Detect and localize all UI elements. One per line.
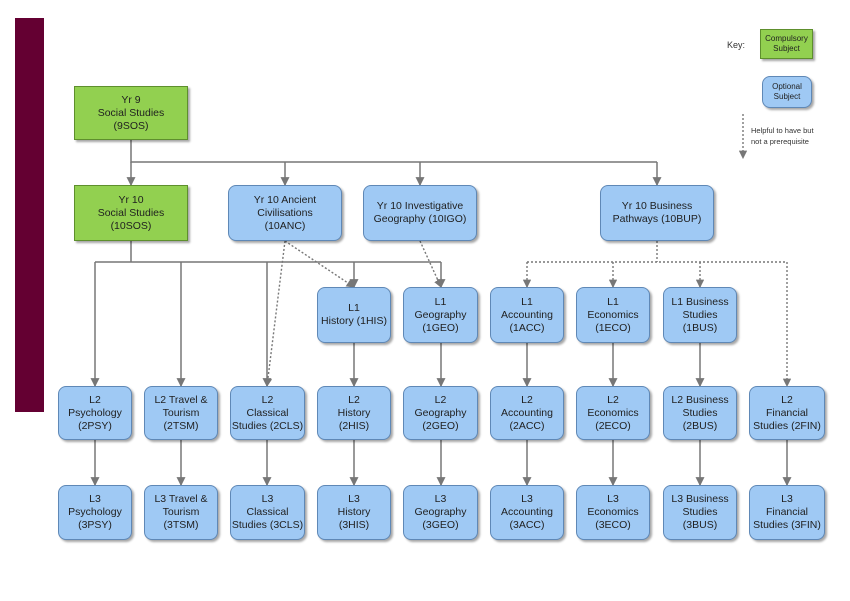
course-3bus: L3 Business Studies (3BUS) [663, 485, 737, 540]
key-label: Key: [727, 40, 746, 50]
course-3cls: L3 Classical Studies (3CLS) [230, 485, 305, 540]
connector-10sos-bus [95, 241, 441, 263]
course-1his: L1 History (1HIS) [317, 287, 391, 343]
course-10bup: Yr 10 Business Pathways (10BUP) [600, 185, 714, 241]
course-2psy: L2 Psychology (2PSY) [58, 386, 132, 440]
course-10sos: Yr 10 Social Studies (10SOS) [74, 185, 188, 241]
course-9sos: Yr 9 Social Studies (9SOS) [74, 86, 188, 140]
decorative-side-bar [15, 18, 44, 412]
course-2tsm: L2 Travel & Tourism (2TSM) [144, 386, 218, 440]
helpful-10igo-1geo [419, 240, 442, 288]
course-3fin: L3 Financial Studies (3FIN) [749, 485, 825, 540]
course-2cls: L2 Classical Studies (2CLS) [230, 386, 305, 440]
course-2fin: L2 Financial Studies (2FIN) [749, 386, 825, 440]
course-2acc: L2 Accounting (2ACC) [490, 386, 564, 440]
helpful-10anc-2cls [263, 240, 286, 388]
helpful-10anc-1his [284, 240, 355, 288]
course-2his: L2 History (2HIS) [317, 386, 391, 440]
course-1eco: L1 Economics (1ECO) [576, 287, 650, 343]
course-3eco: L3 Economics (3ECO) [576, 485, 650, 540]
key-helpful-label: Helpful to have but not a prerequisite [751, 126, 814, 146]
course-2eco: L2 Economics (2ECO) [576, 386, 650, 440]
course-2bus: L2 Business Studies (2BUS) [663, 386, 737, 440]
course-3his: L3 History (3HIS) [317, 485, 391, 540]
course-3acc: L3 Accounting (3ACC) [490, 485, 564, 540]
course-10igo: Yr 10 Investigative Geography (10IGO) [363, 185, 477, 241]
course-10anc: Yr 10 Ancient Civilisations (10ANC) [228, 185, 342, 241]
connector-9sos-bus [130, 140, 657, 163]
course-1bus: L1 Business Studies (1BUS) [663, 287, 737, 343]
course-3psy: L3 Psychology (3PSY) [58, 485, 132, 540]
course-2geo: L2 Geography (2GEO) [403, 386, 478, 440]
helpful-10bup-bus [527, 241, 787, 263]
key-optional-box: Optional Subject [762, 76, 812, 108]
course-3tsm: L3 Travel & Tourism (3TSM) [144, 485, 218, 540]
course-1geo: L1 Geography (1GEO) [403, 287, 478, 343]
course-1acc: L1 Accounting (1ACC) [490, 287, 564, 343]
key-compulsory-box: Compulsory Subject [760, 29, 813, 59]
course-3geo: L3 Geography (3GEO) [403, 485, 478, 540]
